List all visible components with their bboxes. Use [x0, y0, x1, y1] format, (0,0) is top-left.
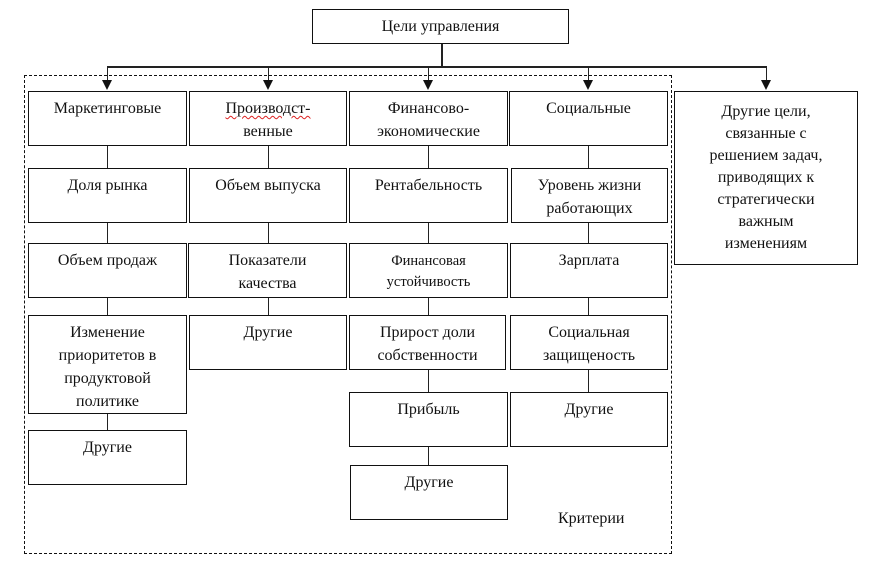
- other-goals-line: изменениям: [724, 235, 808, 252]
- other-goals-line: важным: [738, 213, 794, 230]
- criterion-box: Объем продаж: [28, 243, 187, 298]
- criterion-box: Зарплата: [510, 243, 668, 298]
- category-title-line: Финансово-: [387, 100, 470, 117]
- criterion-label: Изменение приоритетов в продуктовой поли…: [58, 324, 157, 410]
- category-title-line: венные: [243, 123, 293, 140]
- criterion-box: Изменение приоритетов в продуктовой поли…: [28, 315, 187, 414]
- root-goal-box: Цели управления: [312, 9, 569, 44]
- tree-connector: [588, 223, 589, 243]
- criterion-label: Другие: [404, 474, 454, 491]
- other-goals-line: связанные с: [725, 125, 807, 142]
- criterion-box: Другие: [350, 465, 508, 520]
- connector-finance: [428, 66, 429, 82]
- connector-social: [588, 66, 589, 82]
- root-stem-connector: [441, 44, 443, 67]
- criterion-box: Рентабельность: [349, 168, 508, 223]
- other-goals-line: решением задач,: [709, 147, 823, 164]
- tree-connector: [428, 370, 429, 392]
- category-social-box: Социальные: [509, 91, 668, 146]
- category-finance-box: Финансово- экономические: [349, 91, 508, 146]
- other-goals-box: Другие цели, связанные с решением задач,…: [674, 91, 858, 265]
- criterion-box: Уровень жизни работающих: [511, 168, 668, 223]
- tree-connector: [428, 298, 429, 315]
- criterion-label: Объем продаж: [57, 252, 158, 269]
- criterion-box: Другие: [510, 392, 668, 447]
- tree-connector: [428, 146, 429, 168]
- tree-connector: [107, 414, 108, 430]
- tree-connector: [268, 223, 269, 243]
- criterion-label: Прибыль: [397, 401, 460, 418]
- tree-connector: [428, 223, 429, 243]
- category-production-box: Производст- венные: [189, 91, 347, 146]
- category-title: Социальные: [546, 100, 631, 117]
- criterion-label: Объем выпуска: [215, 177, 321, 194]
- criterion-label: Другие: [83, 439, 132, 456]
- criteria-region: [24, 75, 672, 554]
- tree-connector: [428, 447, 429, 465]
- criterion-box: Прирост доли собственности: [349, 315, 506, 370]
- arrow-down-icon: [583, 80, 593, 90]
- connector-other-goals: [766, 66, 767, 82]
- criterion-box: Прибыль: [349, 392, 508, 447]
- criterion-label: Другие: [243, 324, 293, 341]
- criterion-box: Другие: [189, 315, 347, 370]
- tree-connector: [107, 298, 108, 315]
- criterion-label: Другие: [564, 401, 614, 418]
- arrow-down-icon: [761, 80, 771, 90]
- arrow-down-icon: [102, 80, 112, 90]
- tree-connector: [268, 298, 269, 315]
- criterion-box: Доля рынка: [28, 168, 187, 223]
- connector-production: [268, 66, 269, 82]
- category-title-line: экономические: [377, 123, 480, 140]
- other-goals-line: Другие цели,: [721, 103, 811, 120]
- arrow-down-icon: [423, 80, 433, 90]
- root-horizontal-connector: [107, 66, 767, 68]
- criterion-label: Доля рынка: [67, 177, 148, 194]
- connector-marketing: [107, 66, 108, 82]
- other-goals-line: приводящих к: [717, 169, 815, 186]
- criterion-label: Зарплата: [558, 252, 620, 269]
- category-title: Маркетинговые: [53, 100, 162, 117]
- category-title-line: Производст-: [225, 100, 311, 117]
- criterion-label: Финансовая устойчивость: [386, 253, 471, 290]
- criteria-label: Критерии: [558, 510, 625, 527]
- tree-connector: [588, 298, 589, 315]
- tree-connector: [268, 146, 269, 168]
- criterion-label: Социальная защищеность: [542, 324, 636, 364]
- arrow-down-icon: [263, 80, 273, 90]
- category-marketing-box: Маркетинговые: [28, 91, 187, 146]
- criterion-box: Объем выпуска: [189, 168, 347, 223]
- criterion-label: Рентабельность: [374, 177, 483, 194]
- tree-connector: [107, 146, 108, 168]
- criterion-box: Социальная защищеность: [510, 315, 668, 370]
- tree-connector: [107, 223, 108, 243]
- other-goals-line: стратегически: [717, 191, 815, 208]
- root-goal-label: Цели управления: [381, 18, 500, 35]
- criterion-box: Другие: [28, 430, 187, 485]
- criterion-label: Уровень жизни работающих: [537, 177, 642, 217]
- tree-connector: [588, 370, 589, 392]
- criterion-box: Финансовая устойчивость: [349, 243, 508, 298]
- criterion-label: Прирост доли собственности: [377, 324, 478, 364]
- tree-connector: [588, 146, 589, 168]
- criterion-box: Показатели качества: [188, 243, 347, 298]
- criterion-label: Показатели качества: [228, 252, 307, 292]
